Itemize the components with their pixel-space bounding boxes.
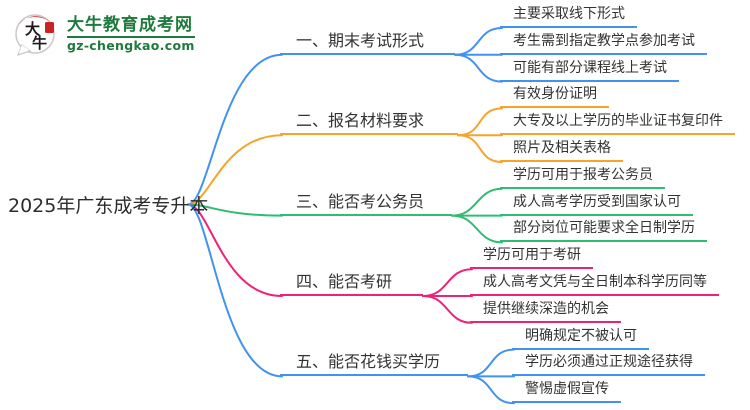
leaf-node: 警惕虚假宣传 xyxy=(512,379,621,404)
leaf-node: 成人高考学历受到国家认可 xyxy=(500,192,693,216)
leaf-node: 部分岗位可能要求全日制学历 xyxy=(500,218,707,243)
site-name: 大牛教育成考网 xyxy=(67,15,193,35)
leaf-node: 可能有部分课程线上考试 xyxy=(500,58,679,82)
leaf-node: 提供继续深造的机会 xyxy=(470,299,621,323)
connector-line xyxy=(187,134,283,206)
leaf-node: 学历可用于考研 xyxy=(470,245,593,270)
branch-node-3: 三、能否考公务员 xyxy=(280,190,452,216)
connector-line xyxy=(467,348,515,378)
leaf-node: 有效身份证明 xyxy=(500,84,609,109)
logo-divider xyxy=(67,36,195,38)
connector-line xyxy=(187,203,283,297)
connector-line xyxy=(187,203,283,217)
branch-node-5: 五、能否花钱买学历 xyxy=(280,350,468,377)
branch-node-2: 二、报名材料要求 xyxy=(280,109,458,136)
branch-node-1: 一、期末考试形式 xyxy=(280,29,455,55)
svg-text:牛: 牛 xyxy=(32,34,47,52)
site-logo: 大 牛 大牛教育成考网 gz-chengkao.com xyxy=(12,9,195,59)
connector-line xyxy=(457,134,503,163)
connector-line xyxy=(187,53,283,206)
leaf-node: 大专及以上学历的毕业证书复印件 xyxy=(500,111,735,136)
daniu-seal-icon: 大 牛 xyxy=(12,9,60,59)
connector-line xyxy=(422,268,473,297)
connector-line xyxy=(457,107,503,137)
connector-line xyxy=(451,214,503,244)
leaf-node: 成人高考文凭与全日制本科学历同等 xyxy=(470,272,719,296)
leaf-node: 考生需到指定教学点参加考试 xyxy=(500,31,707,55)
branch-node-4: 四、能否考研 xyxy=(280,270,423,296)
leaf-node: 学历必须通过正规途径获得 xyxy=(512,352,705,377)
connector-line xyxy=(467,375,515,405)
svg-text:大: 大 xyxy=(25,20,40,38)
leaf-node: 明确规定不被认可 xyxy=(512,326,649,350)
leaf-node: 学历可用于报考公务员 xyxy=(500,165,665,189)
leaf-node: 主要采取线下形式 xyxy=(500,4,637,28)
root-node: 2025年广东成考专升本 xyxy=(8,195,209,217)
connector-line xyxy=(454,27,503,56)
connector-line xyxy=(422,295,473,324)
connector-line xyxy=(451,187,503,217)
connector-line xyxy=(454,53,503,83)
leaf-node: 照片及相关表格 xyxy=(500,138,623,162)
site-domain: gz-chengkao.com xyxy=(67,38,195,53)
connector-line xyxy=(187,203,283,378)
